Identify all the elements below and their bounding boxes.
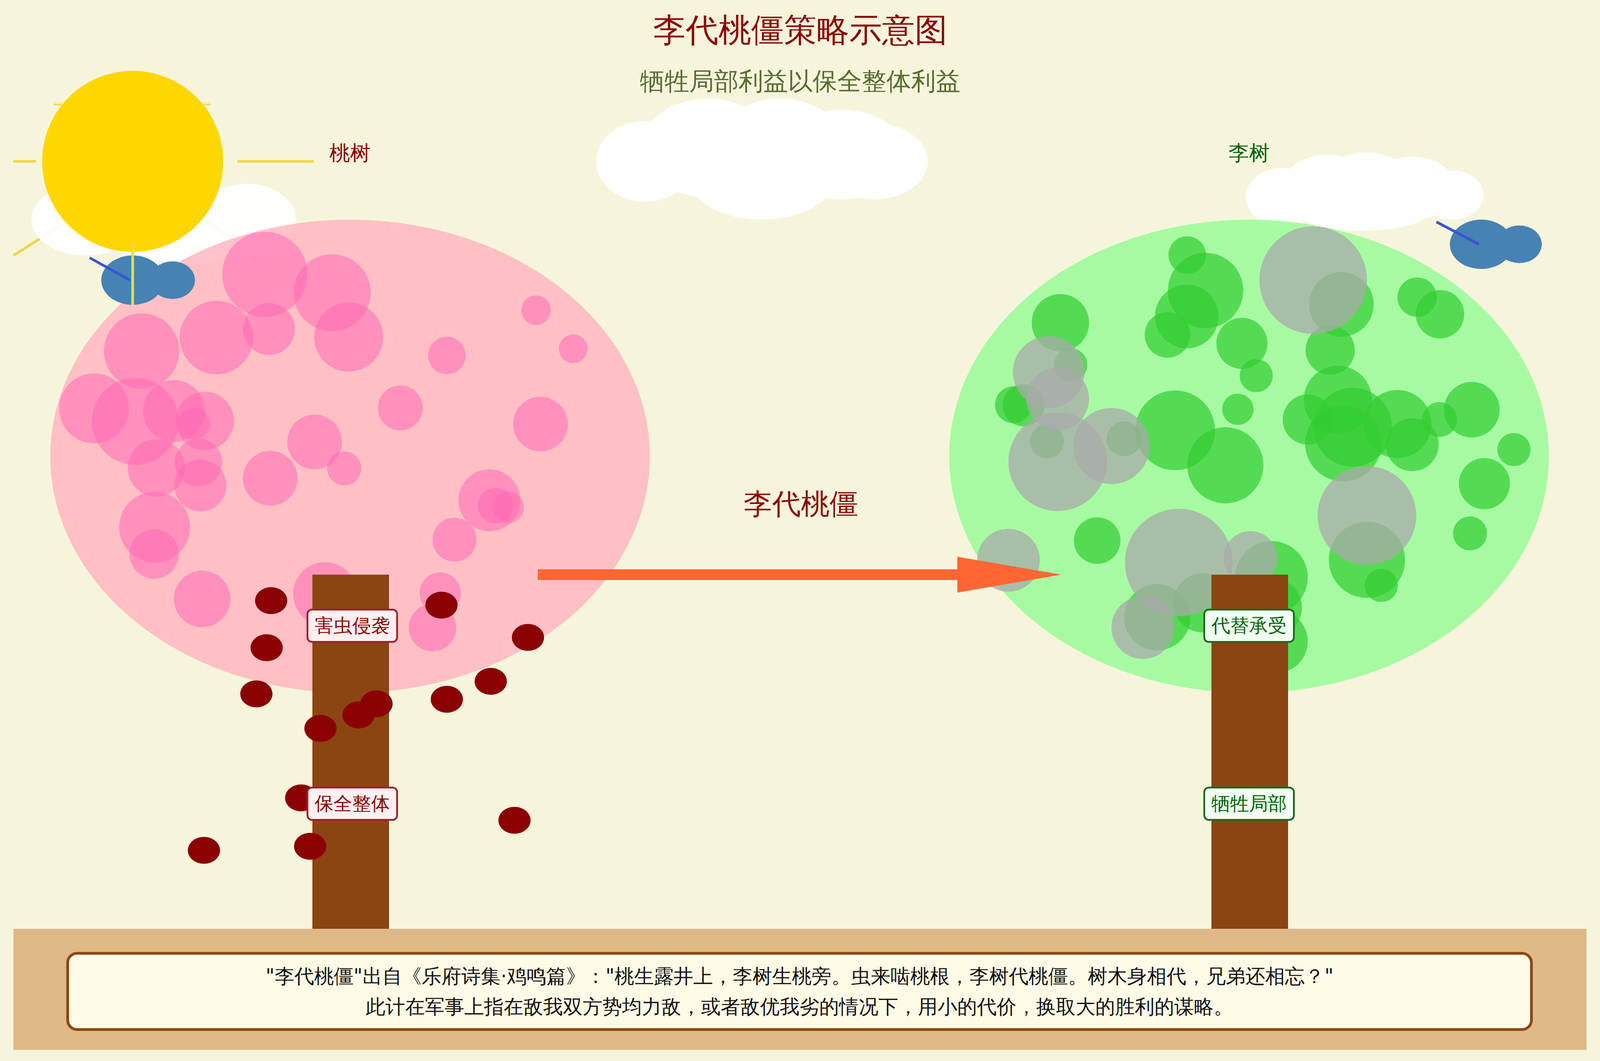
node-text: 保全整体	[314, 791, 390, 817]
node-text: 代替承受	[1211, 613, 1287, 639]
effect-tag: 保全整体	[306, 786, 398, 821]
tree-label: 桃树	[329, 139, 371, 168]
node-text: 害虫侵袭	[314, 613, 390, 639]
ground	[13, 928, 1587, 1050]
tree-label: 李树	[1228, 139, 1270, 168]
node-text: 牺牲局部	[1211, 791, 1287, 817]
birds	[89, 219, 1542, 305]
effect-tag: 牺牲局部	[1203, 786, 1295, 821]
plum-crown	[949, 219, 1549, 693]
node-text: 此计在军事上指在敌我双方势均力敌，或者敌优我劣的情况下，用小的代价，换取大的胜利…	[82, 991, 1517, 1022]
plum-trunk	[1211, 574, 1289, 934]
pest-dots	[187, 587, 545, 864]
explanation-box: "李代桃僵"出自《乐府诗集·鸡鸣篇》："桃生露井上，李树生桃旁。虫来啮桃根，李树…	[66, 951, 1533, 1031]
effect-tag: 害虫侵袭	[306, 608, 398, 643]
title: 李代桃僵策略示意图	[652, 8, 948, 53]
subtitle: 牺牲局部利益以保全整体利益	[640, 64, 961, 99]
arrow-label: 李代桃僵	[743, 484, 859, 524]
transfer-arrow	[537, 556, 1062, 593]
peach-crown	[50, 219, 650, 693]
effect-tag: 代替承受	[1203, 608, 1295, 643]
node-text: "李代桃僵"出自《乐府诗集·鸡鸣篇》："桃生露井上，李树生桃旁。虫来啮桃根，李树…	[82, 960, 1517, 992]
